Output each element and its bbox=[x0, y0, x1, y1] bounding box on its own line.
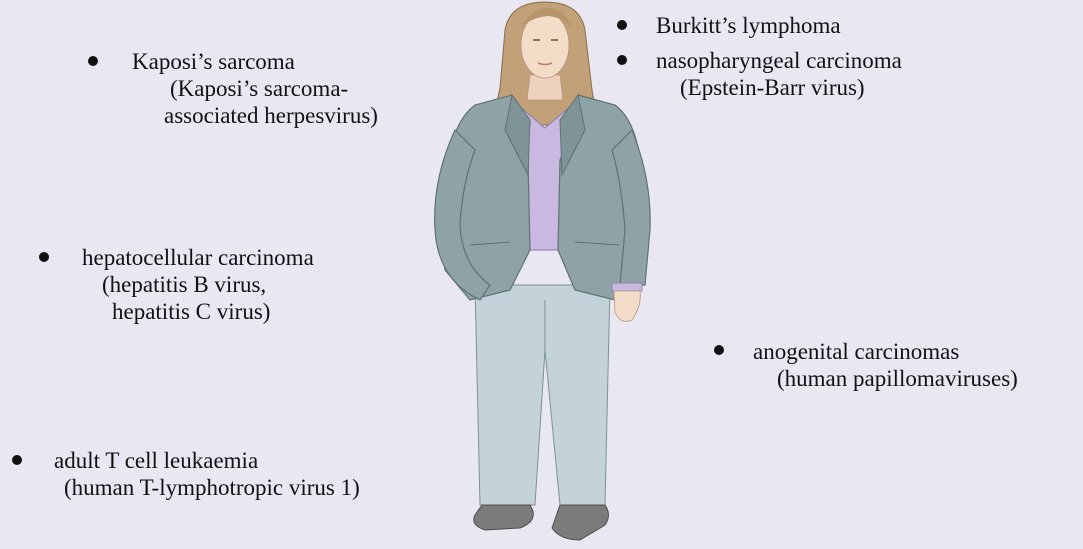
right-hand bbox=[614, 291, 640, 321]
nasopharyngeal-virus: (Epstein-Barr virus) bbox=[680, 74, 902, 101]
label-anogenital: anogenital carcinomas (human papillomavi… bbox=[753, 338, 1018, 392]
bullet-nasopharyngeal bbox=[617, 55, 627, 65]
right-shoe bbox=[552, 505, 609, 540]
label-adult-t: adult T cell leukaemia (human T-lymphotr… bbox=[54, 447, 360, 501]
bullet-burkitt bbox=[617, 20, 627, 30]
hepatocellular-virus-line2: hepatitis C virus) bbox=[112, 298, 314, 325]
anogenital-virus: (human papillomaviruses) bbox=[777, 365, 1018, 392]
nasopharyngeal-name: nasopharyngeal carcinoma bbox=[656, 47, 902, 74]
hepatocellular-name: hepatocellular carcinoma bbox=[82, 244, 314, 271]
label-burkitt: Burkitt’s lymphoma bbox=[656, 12, 841, 39]
kaposi-virus-line1: (Kaposi’s sarcoma- bbox=[170, 75, 378, 102]
pants bbox=[475, 285, 610, 505]
bullet-hepatocellular bbox=[39, 252, 49, 262]
label-kaposi: Kaposi’s sarcoma (Kaposi’s sarcoma- asso… bbox=[132, 48, 378, 129]
hepatocellular-virus-line1: (hepatitis B virus, bbox=[102, 271, 314, 298]
kaposi-name: Kaposi’s sarcoma bbox=[132, 48, 378, 75]
anogenital-name: anogenital carcinomas bbox=[753, 338, 1018, 365]
left-shoe bbox=[474, 505, 534, 530]
adult-t-virus: (human T-lymphotropic virus 1) bbox=[64, 474, 360, 501]
neck bbox=[527, 75, 563, 100]
label-hepatocellular: hepatocellular carcinoma (hepatitis B vi… bbox=[82, 244, 314, 325]
kaposi-virus-line2: associated herpesvirus) bbox=[164, 102, 378, 129]
label-nasopharyngeal: nasopharyngeal carcinoma (Epstein-Barr v… bbox=[656, 47, 902, 101]
adult-t-name: adult T cell leukaemia bbox=[54, 447, 360, 474]
bullet-kaposi bbox=[88, 56, 98, 66]
bullet-anogenital bbox=[714, 345, 724, 355]
burkitt-name: Burkitt’s lymphoma bbox=[656, 12, 841, 39]
bullet-adult-t bbox=[12, 455, 22, 465]
